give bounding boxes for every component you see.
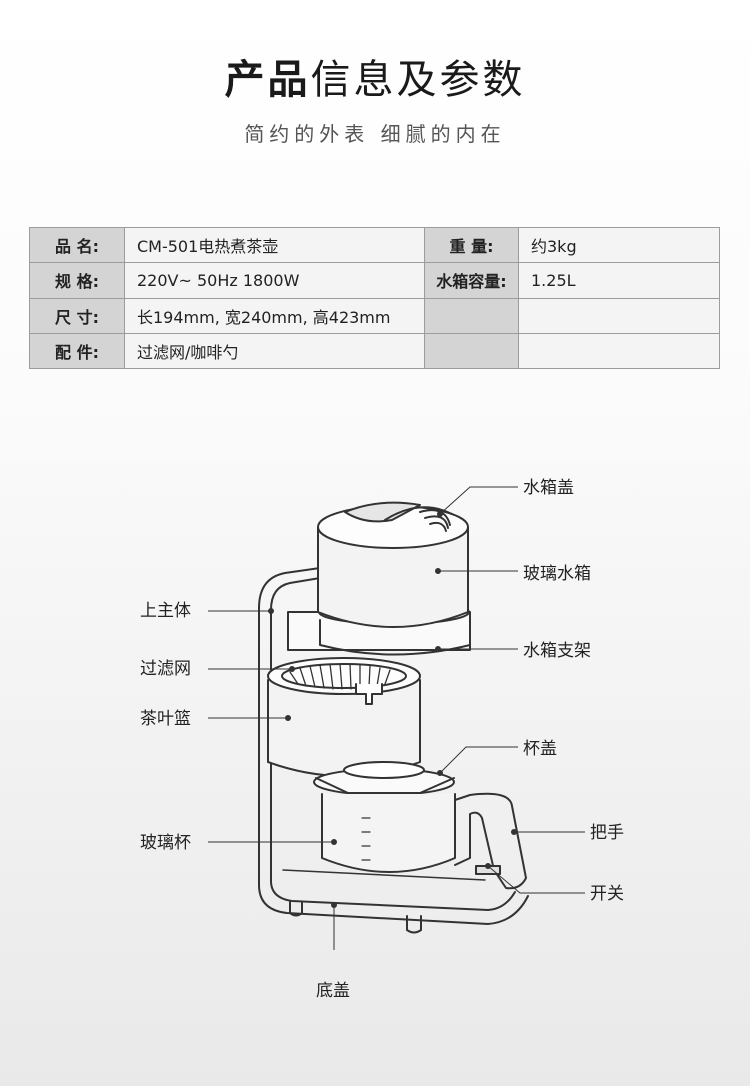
standard-value: 220V~ 50Hz 1800W [124,262,425,299]
empty-cell [424,297,519,334]
label-base-cover: 底盖 [316,981,350,1001]
glass-cup [321,792,527,890]
table-row: 配 件: 过滤网/咖啡勺 [29,332,720,370]
label-tea-basket: 茶叶篮 [140,709,191,729]
label-switch: 开关 [590,884,624,904]
title-rest: 信息及参数 [310,57,526,103]
callout-dots [268,511,517,908]
callout-lines [208,486,585,950]
capacity-label: 水箱容量: [424,262,519,299]
empty-cell [424,332,519,370]
empty-cell [518,332,720,370]
label-glass-cup: 玻璃杯 [140,833,191,853]
title-bold: 产品 [224,57,311,103]
label-cup-lid: 杯盖 [523,739,557,759]
table-row: 尺 寸: 长194mm, 宽240mm, 高423mm [29,297,720,334]
page-title: 产品信息及参数 [0,52,750,108]
accessory-label: 配 件: [29,332,125,370]
label-upper-body: 上主体 [140,601,191,621]
table-row: 品 名: CM-501电热煮茶壶 重 量: 约3kg [29,226,720,264]
weight-label: 重 量: [424,226,519,264]
label-tank-lid: 水箱盖 [523,478,574,498]
label-glass-tank: 玻璃水箱 [523,564,591,584]
weight-value: 约3kg [518,226,720,264]
name-label: 品 名: [29,226,125,264]
label-filter: 过滤网 [140,659,191,679]
product-diagram [208,486,585,950]
switch [475,865,501,875]
water-tank [317,501,469,628]
cup-lid [313,761,455,796]
page-subtitle: 简约的外表 细腻的内在 [244,122,506,146]
tea-basket [267,657,421,777]
name-value: CM-501电热煮茶壶 [124,226,425,264]
size-value: 长194mm, 宽240mm, 高423mm [124,297,425,334]
label-handle: 把手 [590,823,624,843]
table-row: 规 格: 220V~ 50Hz 1800W 水箱容量: 1.25L [29,262,720,299]
rear-foot [406,915,422,934]
label-tank-bracket: 水箱支架 [523,641,591,661]
spec-table: 品 名: CM-501电热煮茶壶 重 量: 约3kg 规 格: 220V~ 50… [29,226,720,370]
accessory-value: 过滤网/咖啡勺 [124,332,425,370]
empty-cell [518,297,720,334]
capacity-value: 1.25L [518,262,720,299]
size-label: 尺 寸: [29,297,125,334]
standard-label: 规 格: [29,262,125,299]
frame-outline [258,567,529,925]
front-foot [289,901,303,917]
